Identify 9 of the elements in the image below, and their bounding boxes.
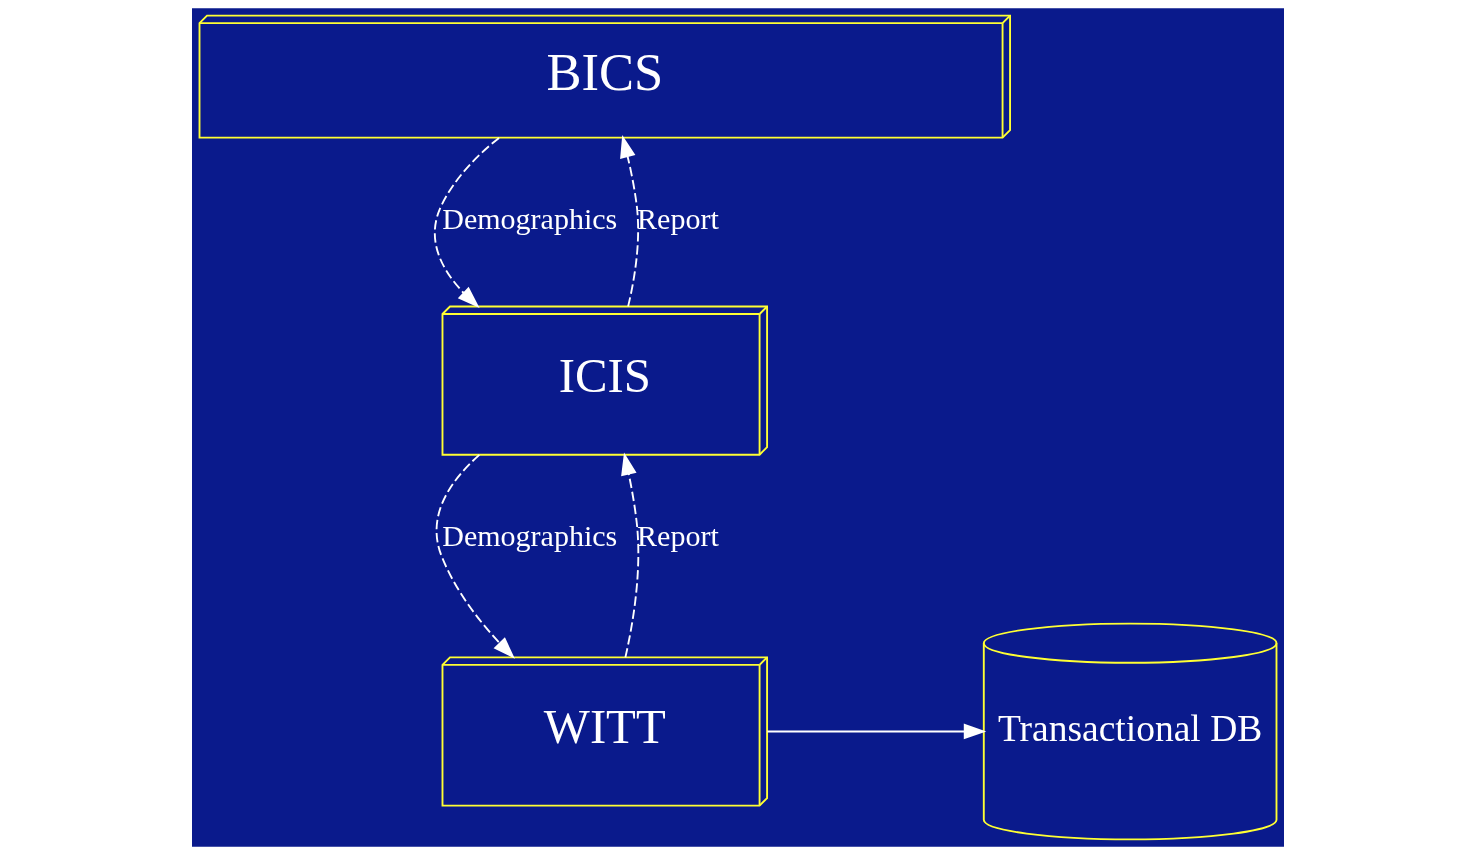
edge-label: Report <box>637 519 719 553</box>
edge-label: Demographics <box>442 519 618 553</box>
edge-label: Report <box>637 202 719 236</box>
arrow <box>620 135 640 308</box>
arrow <box>435 453 515 659</box>
arrow <box>766 723 987 740</box>
arrow <box>621 452 640 659</box>
arrow <box>433 136 500 309</box>
edge-label: Demographics <box>442 202 618 236</box>
